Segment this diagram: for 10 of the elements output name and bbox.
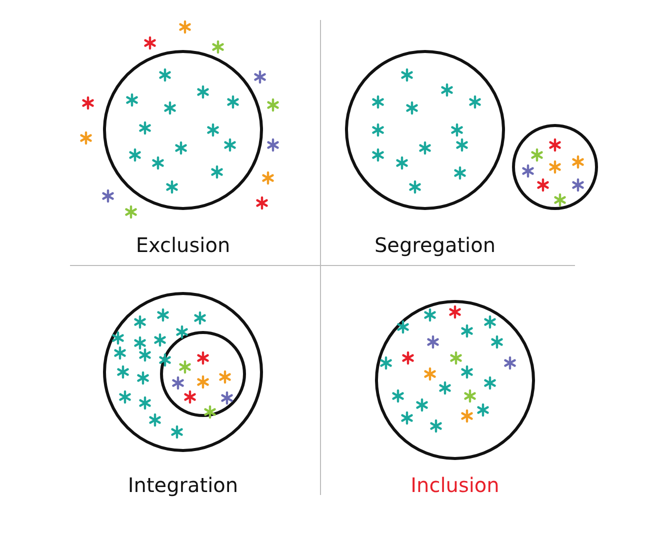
node-label: Exclusion (136, 233, 230, 257)
circle-outline (512, 124, 598, 210)
node-label: Segregation (374, 233, 496, 257)
node-label: Inclusion (410, 473, 500, 497)
circle-outline (103, 50, 263, 210)
circle-outline (345, 50, 505, 210)
circle-outline (103, 292, 263, 452)
circle-outline (160, 331, 246, 417)
circle-outline (375, 300, 535, 460)
node-label: Integration (128, 473, 238, 497)
